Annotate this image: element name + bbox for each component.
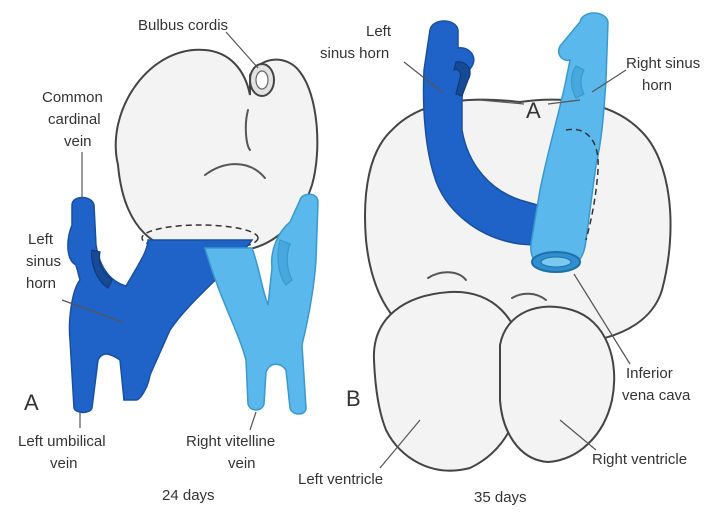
right-ventricle — [500, 307, 614, 462]
panel-a-heart-tube — [116, 50, 318, 250]
ivc-lumen — [541, 257, 571, 267]
label-left-sinus-horn-2: sinus — [26, 253, 61, 270]
leader-right-vitelline — [250, 412, 256, 430]
panel-a-letter: A — [24, 390, 39, 415]
label-left-umbilical-1: Left umbilical — [18, 433, 106, 450]
label-ivc-2: vena cava — [622, 387, 691, 404]
bulbus-cordis-lumen — [256, 71, 268, 89]
panel-b-age: 35 days — [474, 489, 527, 506]
label-b-right-sinus-horn-2: horn — [642, 77, 672, 94]
label-left-sinus-horn-1: Left — [28, 231, 54, 248]
panel-b-letter: B — [346, 386, 361, 411]
label-left-ventricle: Left ventricle — [298, 471, 383, 488]
label-ivc-1: Inferior — [626, 365, 673, 382]
panel-b: Left sinus horn Right sinus horn A Infer… — [298, 13, 700, 506]
label-common-cardinal-3: vein — [64, 133, 92, 150]
label-bulbus-cordis: Bulbus cordis — [138, 17, 228, 34]
label-right-ventricle: Right ventricle — [592, 451, 687, 468]
label-left-umbilical-2: vein — [50, 455, 78, 472]
panel-b-marker: A — [526, 98, 541, 123]
label-b-left-sinus-horn-1: Left — [366, 23, 392, 40]
label-right-vitelline-2: vein — [228, 455, 256, 472]
panel-a: Bulbus cordis Common cardinal vein Left … — [18, 17, 318, 504]
label-b-right-sinus-horn-1: Right sinus — [626, 55, 700, 72]
label-common-cardinal-1: Common — [42, 89, 103, 106]
panel-a-age: 24 days — [162, 487, 215, 504]
label-right-vitelline-1: Right vitelline — [186, 433, 275, 450]
label-left-sinus-horn-3: horn — [26, 275, 56, 292]
label-b-left-sinus-horn-2: sinus horn — [320, 45, 389, 62]
label-common-cardinal-2: cardinal — [48, 111, 101, 128]
